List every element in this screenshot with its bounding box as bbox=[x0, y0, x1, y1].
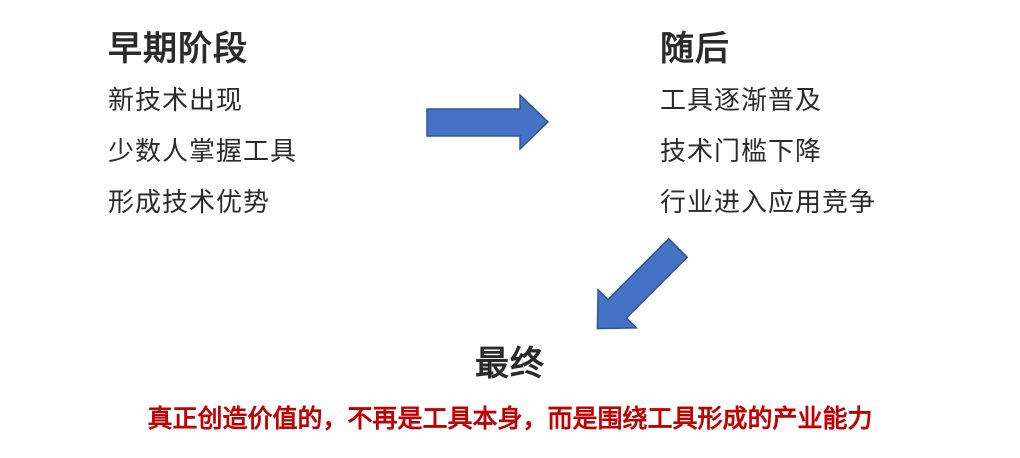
final-stage-title: 最终 bbox=[475, 344, 545, 384]
later-stage-title: 随后 bbox=[660, 29, 730, 69]
early-stage-list: 新技术出现 少数人掌握工具 形成技术优势 bbox=[108, 84, 297, 220]
early-stage-item: 形成技术优势 bbox=[108, 188, 271, 218]
later-stage-item: 行业进入应用竞争 bbox=[660, 188, 877, 218]
right-arrow-icon bbox=[426, 93, 550, 151]
early-stage-item: 新技术出现 bbox=[108, 86, 244, 116]
later-stage-item: 技术门槛下降 bbox=[660, 137, 823, 167]
early-stage-item: 少数人掌握工具 bbox=[108, 137, 298, 167]
later-stage-item: 工具逐渐普及 bbox=[660, 86, 823, 116]
early-stage-column: 早期阶段 新技术出现 少数人掌握工具 形成技术优势 bbox=[108, 27, 297, 220]
early-stage-title: 早期阶段 bbox=[108, 29, 248, 69]
later-stage-column: 随后 工具逐渐普及 技术门槛下降 行业进入应用竞争 bbox=[660, 27, 876, 220]
down-left-arrow-icon bbox=[596, 237, 689, 330]
conclusion-text: 真正创造价值的，不再是工具本身，而是围绕工具形成的产业能力 bbox=[147, 404, 873, 433]
later-stage-list: 工具逐渐普及 技术门槛下降 行业进入应用竞争 bbox=[660, 84, 876, 220]
